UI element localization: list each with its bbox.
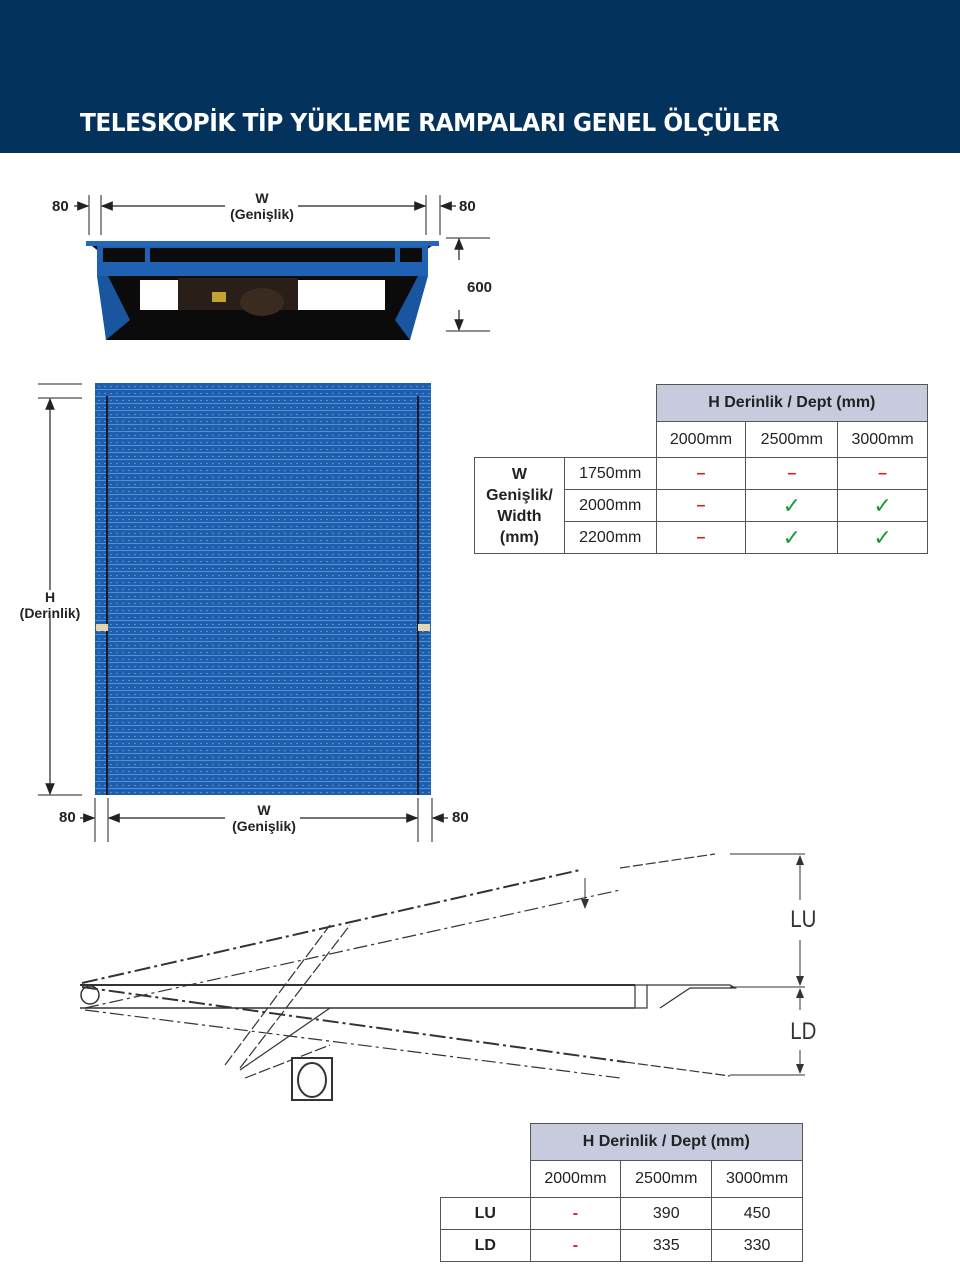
cell-unavailable: – xyxy=(837,457,928,490)
dash-icon: – xyxy=(696,496,706,514)
cell-value: 330 xyxy=(711,1229,803,1262)
checkmark-icon: ✓ xyxy=(873,524,892,550)
lift-table-header: H Derinlik / Dept (mm) xyxy=(529,1123,804,1161)
header-banner: TELESKOPİK TİP YÜKLEME RAMPALARI GENEL Ö… xyxy=(0,0,960,153)
width-group-line: W xyxy=(511,465,527,483)
cell-unavailable: – xyxy=(655,489,747,522)
top-width-symbol: W xyxy=(257,802,271,818)
width-group-line: (mm) xyxy=(499,528,539,546)
lift-range-table: H Derinlik / Dept (mm) 2000mm 2500mm 300… xyxy=(440,1123,804,1262)
cell-available: ✓ xyxy=(745,489,839,522)
dash-icon: – xyxy=(787,464,797,482)
size-col-header: 2500mm xyxy=(745,421,839,458)
dash-icon: – xyxy=(878,464,888,482)
lift-col-header: 2000mm xyxy=(529,1160,622,1198)
cell-value: - xyxy=(529,1197,622,1230)
cell-available: ✓ xyxy=(745,521,839,554)
deck-plate xyxy=(95,383,431,795)
size-col-header: 2000mm xyxy=(655,421,747,458)
front-view-drawing xyxy=(74,195,490,340)
cell-value: 450 xyxy=(711,1197,803,1230)
width-group-line: Genişlik/ xyxy=(486,486,553,504)
dash-icon: – xyxy=(696,528,706,546)
cell-value: - xyxy=(529,1229,622,1262)
front-right-margin: 80 xyxy=(459,198,476,215)
row-label: LU xyxy=(440,1197,531,1230)
front-height-value: 600 xyxy=(467,279,493,296)
depth-text: (Derinlik) xyxy=(19,605,81,621)
checkmark-icon: ✓ xyxy=(782,524,802,550)
cell-unavailable: – xyxy=(655,457,747,490)
width-group-line: Width xyxy=(497,507,542,525)
row-label: LD xyxy=(440,1229,531,1262)
width-group-label: W Genişlik/ Width (mm) xyxy=(474,457,565,554)
lift-col-header: 2500mm xyxy=(620,1160,713,1198)
size-table-header: H Derinlik / Dept (mm) xyxy=(655,384,929,422)
table-row: W Genişlik/ Width (mm) 1750mm – – – xyxy=(474,457,928,554)
dash-icon: – xyxy=(696,464,706,482)
row-width: 2200mm xyxy=(563,521,657,554)
lift-up-label: LU xyxy=(790,906,817,933)
side-view-drawing xyxy=(80,853,805,1101)
front-left-margin: 80 xyxy=(52,198,69,215)
depth-symbol: H xyxy=(44,589,56,605)
top-left-margin: 80 xyxy=(59,809,76,826)
front-width-label: W (Genişlik) xyxy=(224,190,300,222)
table-row: 2000mm – ✓ ✓ xyxy=(475,489,928,522)
checkmark-icon: ✓ xyxy=(782,492,802,518)
cell-available: ✓ xyxy=(837,489,928,522)
cell-unavailable: – xyxy=(745,457,839,490)
front-width-text: (Genişlik) xyxy=(230,206,294,222)
top-view-drawing xyxy=(38,383,448,842)
cell-unavailable: – xyxy=(655,521,747,554)
page-title: TELESKOPİK TİP YÜKLEME RAMPALARI GENEL Ö… xyxy=(80,108,780,137)
cell-available: ✓ xyxy=(837,521,928,554)
top-width-text: (Genişlik) xyxy=(232,818,296,834)
depth-label: H (Derinlik) xyxy=(14,589,86,621)
table-row: 2200mm – ✓ ✓ xyxy=(475,521,928,554)
row-width: 1750mm xyxy=(563,457,657,490)
size-availability-table: H Derinlik / Dept (mm) 2000mm 2500mm 300… xyxy=(474,384,929,554)
top-right-margin: 80 xyxy=(452,809,469,826)
size-col-header: 3000mm xyxy=(837,421,928,458)
cell-value: 390 xyxy=(620,1197,713,1230)
table-row: LD - 335 330 xyxy=(440,1229,803,1262)
lift-col-header: 3000mm xyxy=(711,1160,803,1198)
checkmark-icon: ✓ xyxy=(873,492,892,518)
table-row: LU - 390 450 xyxy=(440,1197,803,1230)
front-width-symbol: W xyxy=(255,190,269,206)
cell-value: 335 xyxy=(620,1229,713,1262)
row-width: 2000mm xyxy=(563,489,657,522)
lift-down-label: LD xyxy=(790,1018,817,1045)
top-width-label: W (Genişlik) xyxy=(226,802,302,834)
